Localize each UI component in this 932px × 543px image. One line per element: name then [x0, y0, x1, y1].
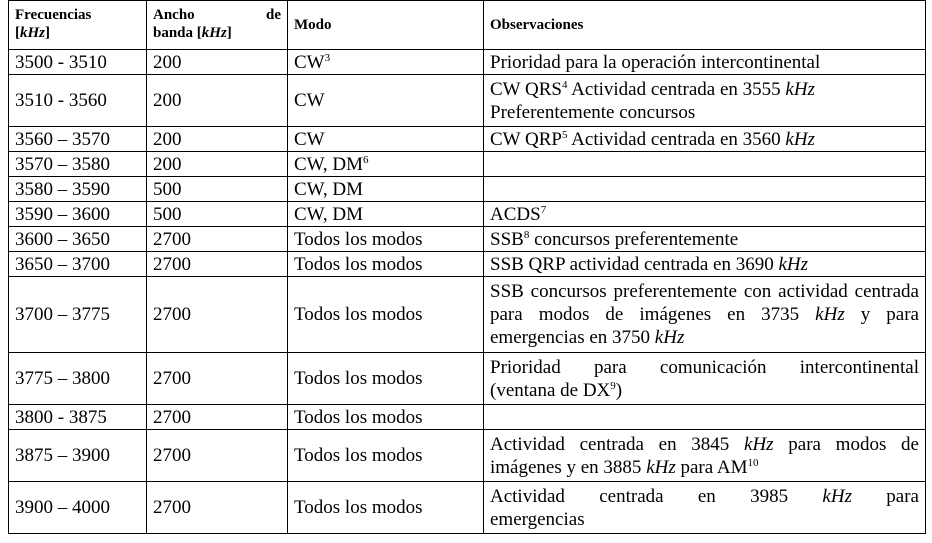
table-row: 3500 - 3510 200 CW3 Prioridad para la op… [8, 49, 926, 75]
table-row: 3700 – 3775 2700 Todos los modos SSB con… [8, 276, 926, 353]
bandwidth-cell: 200 [146, 49, 288, 75]
observations-cell: SSB QRP actividad centrada en 3690 kHz [483, 251, 926, 277]
freq-cell: 3700 – 3775 [8, 276, 147, 353]
observations-cell [483, 151, 926, 177]
observations-cell: Prioridad para la operación intercontine… [483, 49, 926, 75]
mode-cell: Todos los modos [287, 251, 484, 277]
freq-cell: 3580 – 3590 [8, 176, 147, 202]
observations-cell: Prioridad para comunicación intercontine… [483, 352, 926, 405]
observations-cell [483, 176, 926, 202]
freq-cell: 3600 – 3650 [8, 226, 147, 252]
mode-cell: CW, DM [287, 176, 484, 202]
mode-cell: Todos los modos [287, 226, 484, 252]
header-observaciones: Observaciones [483, 0, 926, 50]
table-row: 3650 – 3700 2700 Todos los modos SSB QRP… [8, 251, 926, 277]
bandwidth-cell: 2700 [146, 429, 288, 482]
freq-cell: 3650 – 3700 [8, 251, 147, 277]
table-row: 3590 – 3600 500 CW, DM ACDS7 [8, 201, 926, 227]
header-frecuencias: Frecuencias [kHz] [8, 0, 147, 50]
mode-cell: Todos los modos [287, 352, 484, 405]
footnote-ref: 3 [324, 51, 331, 64]
bandwidth-cell: 2700 [146, 276, 288, 353]
mode-cell: Todos los modos [287, 276, 484, 353]
freq-cell: 3570 – 3580 [8, 151, 147, 177]
observations-cell: CW QRP5 Actividad centrada en 3560 kHz [483, 126, 926, 152]
footnote-ref: 4 [561, 78, 568, 91]
observations-cell: SSB concursos preferentemente con activi… [483, 276, 926, 353]
bandwidth-cell: 2700 [146, 404, 288, 430]
observations-cell [483, 404, 926, 430]
bandwidth-cell: 200 [146, 151, 288, 177]
mode-cell: Todos los modos [287, 429, 484, 482]
table-row: 3875 – 3900 2700 Todos los modos Activid… [8, 429, 926, 482]
freq-cell: 3500 - 3510 [8, 49, 147, 75]
table-row: 3800 - 3875 2700 Todos los modos [8, 404, 926, 430]
observations-cell: ACDS7 [483, 201, 926, 227]
bandwidth-cell: 200 [146, 74, 288, 127]
freq-cell: 3560 – 3570 [8, 126, 147, 152]
mode-cell: Todos los modos [287, 481, 484, 534]
table-row: 3775 – 3800 2700 Todos los modos Priorid… [8, 352, 926, 405]
footnote-ref: 9 [610, 379, 616, 392]
footnote-ref: 5 [561, 128, 568, 141]
table-row: 3560 – 3570 200 CW CW QRP5 Actividad cen… [8, 126, 926, 152]
footnote-ref: 6 [362, 153, 369, 166]
table-row: 3600 – 3650 2700 Todos los modos SSB8 co… [8, 226, 926, 252]
mode-cell: CW3 [287, 49, 484, 75]
mode-cell: CW, DM [287, 201, 484, 227]
freq-cell: 3875 – 3900 [8, 429, 147, 482]
freq-cell: 3800 - 3875 [8, 404, 147, 430]
freq-cell: 3510 - 3560 [8, 74, 147, 127]
table-row: 3580 – 3590 500 CW, DM [8, 176, 926, 202]
mode-cell: CW [287, 126, 484, 152]
bandwidth-cell: 2700 [146, 352, 288, 405]
footnote-ref: 8 [523, 228, 530, 241]
bandwidth-cell: 2700 [146, 251, 288, 277]
header-modo: Modo [287, 0, 484, 50]
bandwidth-cell: 500 [146, 176, 288, 202]
freq-cell: 3590 – 3600 [8, 201, 147, 227]
table-row: 3570 – 3580 200 CW, DM6 [8, 151, 926, 177]
table-row: 3900 – 4000 2700 Todos los modos Activid… [8, 481, 926, 534]
bandwidth-cell: 2700 [146, 226, 288, 252]
footnote-ref: 10 [747, 456, 759, 469]
bandwidth-cell: 500 [146, 201, 288, 227]
freq-cell: 3900 – 4000 [8, 481, 147, 534]
bandwidth-cell: 2700 [146, 481, 288, 534]
footnote-ref: 7 [540, 203, 547, 216]
observations-cell: Actividad centrada en 3845 kHz para modo… [483, 429, 926, 482]
observations-cell: SSB8 concursos preferentemente [483, 226, 926, 252]
mode-cell: CW, DM6 [287, 151, 484, 177]
freq-cell: 3775 – 3800 [8, 352, 147, 405]
mode-cell: Todos los modos [287, 404, 484, 430]
bandwidth-cell: 200 [146, 126, 288, 152]
mode-cell: CW [287, 74, 484, 127]
table-row: 3510 - 3560 200 CW CW QRS4 Actividad cen… [8, 74, 926, 127]
